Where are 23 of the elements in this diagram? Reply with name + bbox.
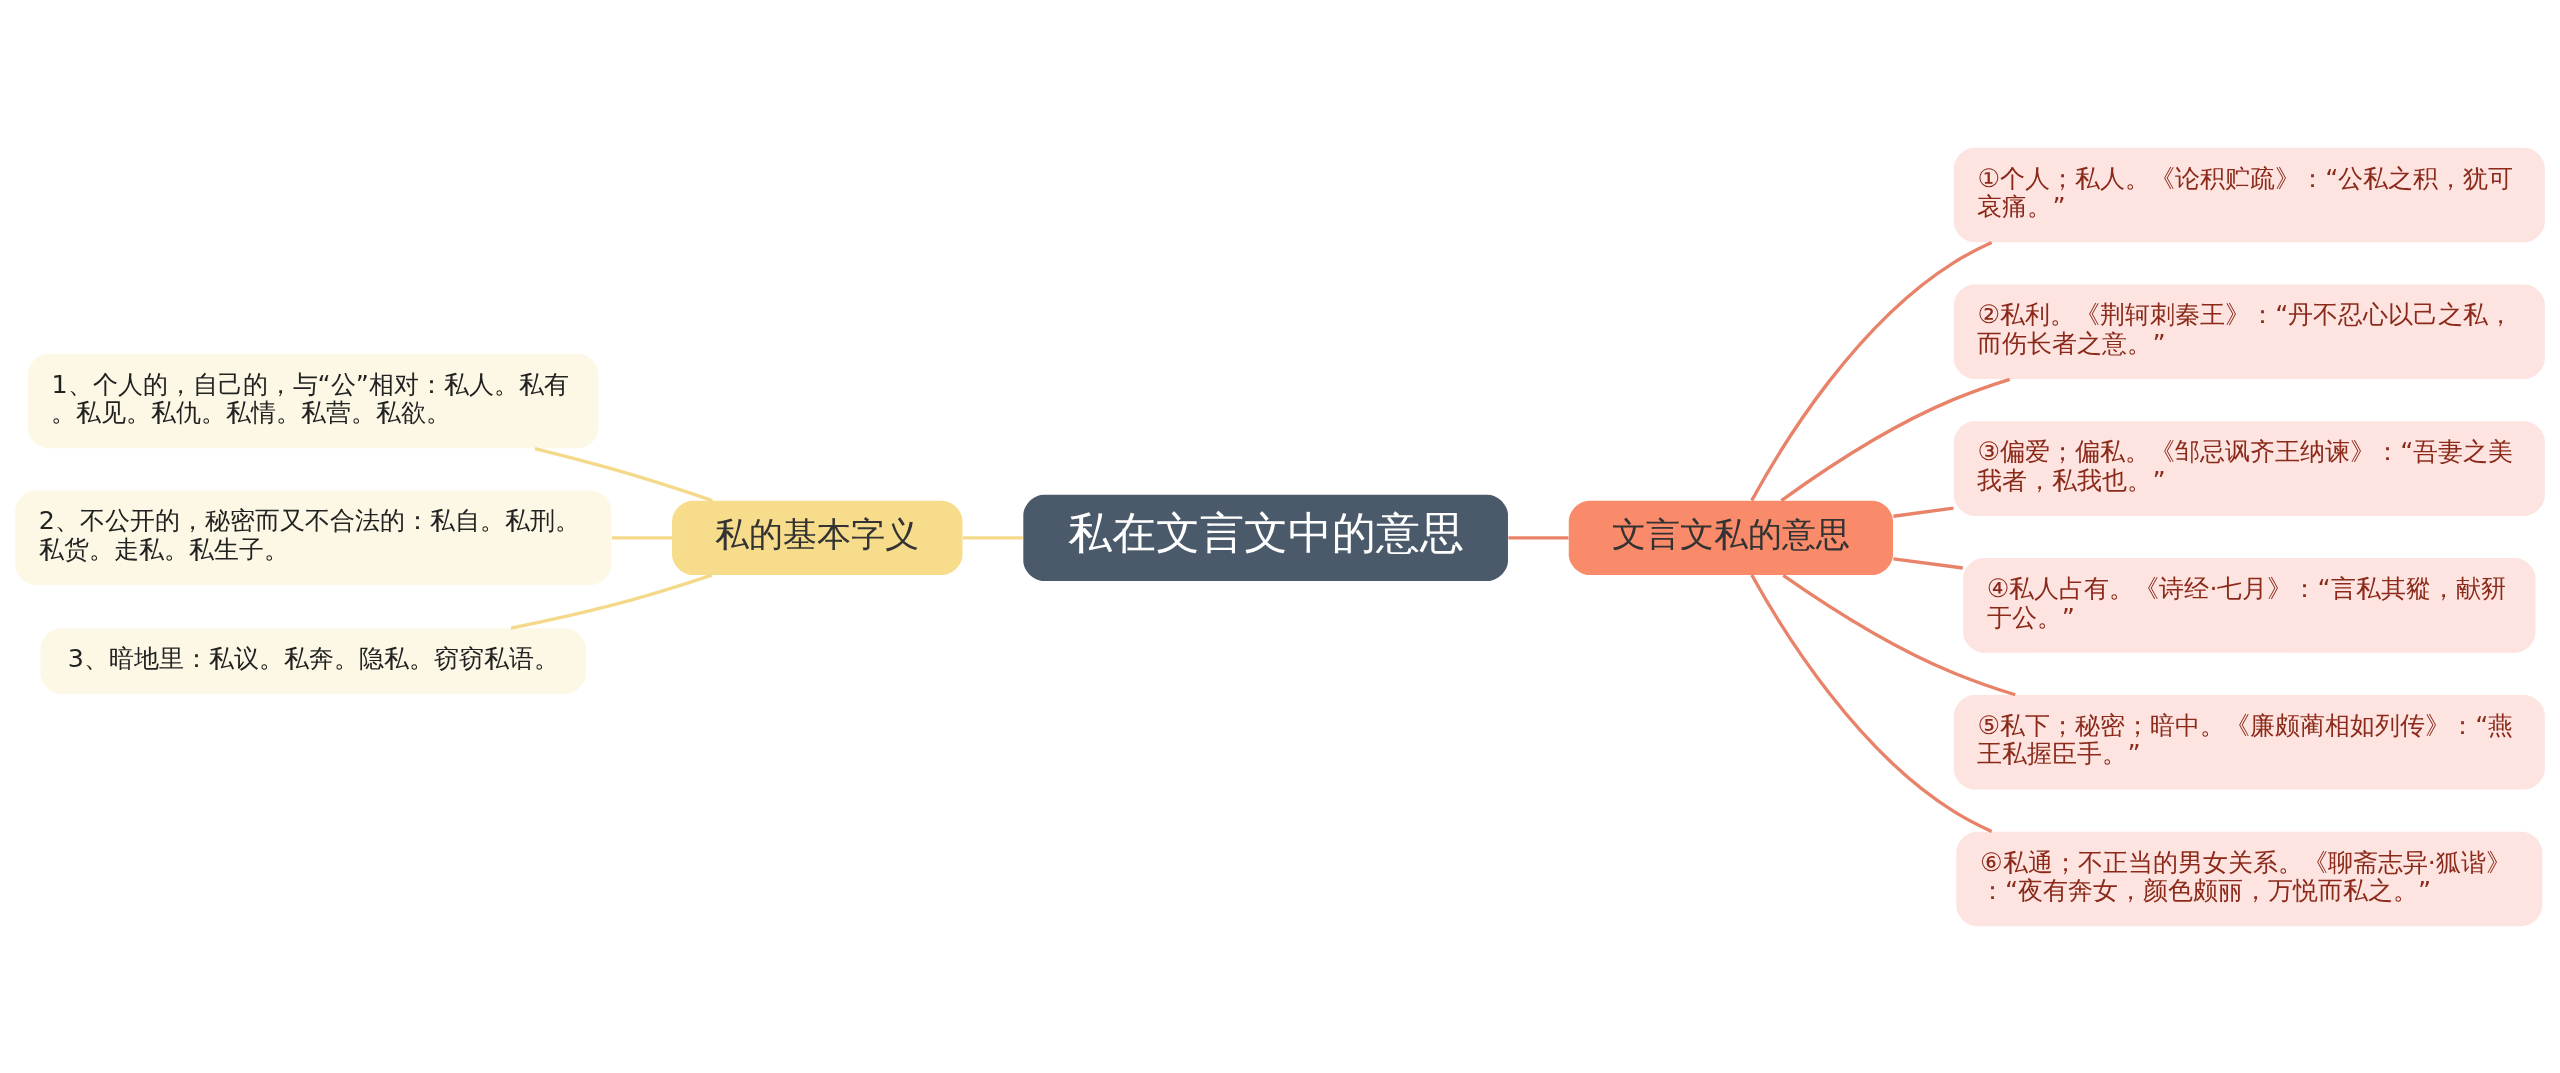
node-box: ①个人；私人。《论积贮疏》：“公私之积，犹可哀痛。”	[1953, 147, 2545, 242]
node-box: 文言文私的意思	[1568, 500, 1893, 575]
connector	[1508, 535, 1569, 540]
connector	[1780, 377, 2011, 502]
connector	[1893, 506, 1954, 518]
connector	[611, 535, 672, 540]
connector	[1750, 573, 1993, 833]
node-box: 1、个人的，自己的，与“公”相对：私人。私有。私见。私仇。私情。私营。私欲。	[27, 353, 599, 448]
connector	[1782, 573, 2016, 696]
node-box: 私的基本字义	[672, 500, 963, 575]
node-box: ⑤私下；秘密；暗中。《廉颇蔺相如列传》：“燕王私握臣手。”	[1953, 694, 2545, 789]
connector	[534, 446, 713, 502]
node-box: 2、不公开的，秘密而又不合法的：私自。私刑。私货。走私。私生子。	[15, 490, 612, 585]
node-box: ②私利。《荆轲刺秦王》：“丹不忍心以己之私，而伤长者之意。”	[1953, 284, 2545, 379]
node-box: ③偏爱；偏私。《邹忌讽齐王纳谏》：“吾妻之美我者，私我也。”	[1953, 420, 2545, 516]
connector	[1750, 240, 1993, 501]
node-box: ④私人占有。《诗经·七月》：“言私其豵，献豜于公。”	[1963, 557, 2536, 653]
connector	[510, 573, 713, 630]
node-box: ⑥私通；不正当的男女关系。《聊斋志异·狐谐》：“夜有奔女，颜色颇丽，万悦而私之。”	[1956, 831, 2543, 926]
node-box: 3、暗地里：私议。私奔。隐私。窃窃私语。	[40, 627, 586, 694]
node-box: 私在文言文中的意思	[1023, 494, 1508, 581]
connector	[962, 535, 1023, 540]
connector	[1893, 556, 1964, 570]
